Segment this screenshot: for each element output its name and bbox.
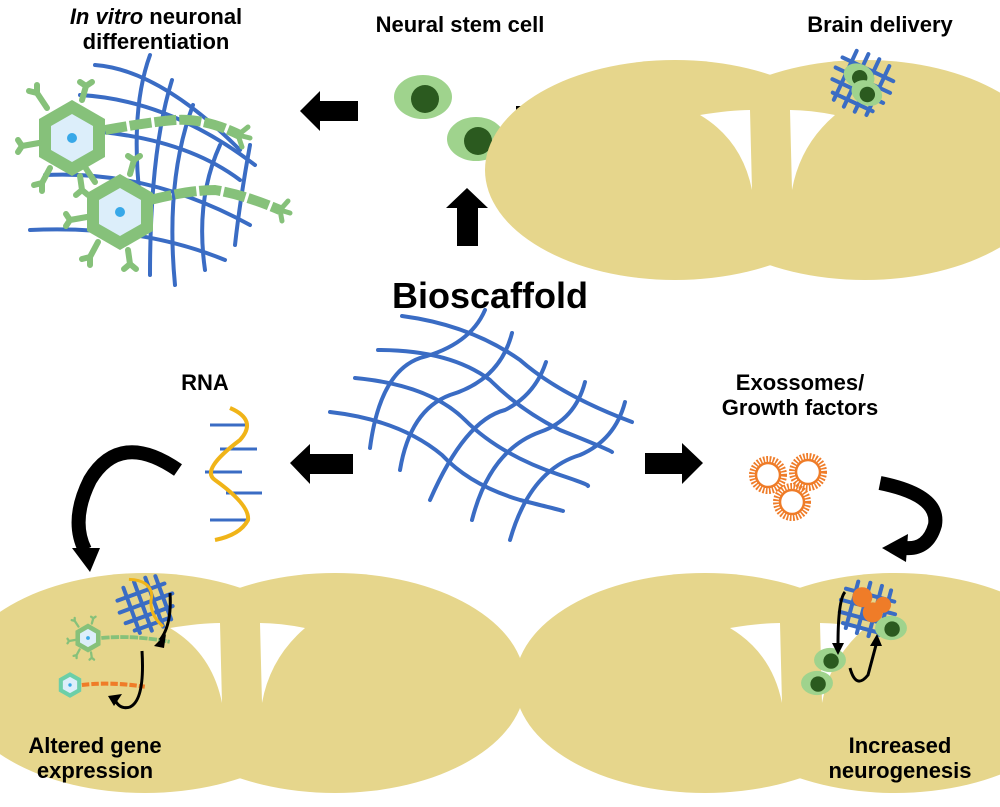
arrowhead: [832, 643, 844, 655]
arrow-to-rna: [290, 444, 353, 484]
delivered-scaffold-cells: [830, 48, 896, 117]
neural-stem-cells: [394, 75, 505, 161]
label-exosomes-line2: Growth factors: [721, 395, 879, 421]
label-in-vitro-rest: neuronal: [143, 4, 243, 29]
modified-neuron-2: [58, 672, 146, 698]
label-exosomes-line1: Exossomes/: [735, 370, 865, 395]
label-neurogenesis: Increased neurogenesis: [800, 733, 1000, 784]
label-neurogenesis-line1: Increased: [848, 733, 952, 758]
label-neural-stem-cell: Neural stem cell: [375, 12, 545, 37]
gene-expression-arrows: [113, 592, 172, 710]
scaffold-rna-implant: [115, 574, 175, 635]
neuron-cell-1: [18, 82, 253, 195]
arrowhead: [870, 634, 882, 646]
label-brain-delivery: Brain delivery: [807, 12, 953, 37]
label-gene-line2: expression: [36, 758, 154, 784]
label-gene-line1: Altered gene: [28, 733, 162, 758]
label-bioscaffold: Bioscaffold: [391, 275, 588, 316]
exosomes: [753, 457, 823, 517]
label-in-vitro-italic: In vitro: [69, 4, 144, 29]
scaffold-exosome-implant: [837, 579, 898, 639]
brain-section-top-right: [485, 60, 1000, 280]
label-exosomes: Exossomes/ Growth factors: [680, 370, 920, 421]
curved-arrow-exosomes-to-brain: [878, 476, 943, 562]
label-neurogenesis-line2: neurogenesis: [828, 758, 972, 784]
label-gene-expression: Altered gene expression: [0, 733, 190, 784]
label-in-vitro-line2: differentiation: [82, 29, 230, 55]
arrow-to-exosomes: [645, 443, 703, 484]
curved-arrow-rna-to-brain: [71, 445, 182, 572]
bioscaffold-mesh: [328, 308, 634, 542]
arrow-to-in-vitro: [300, 91, 358, 131]
neurogenesis-arrows: [836, 591, 878, 683]
label-in-vitro: In vitro neuronal differentiation: [6, 4, 306, 55]
neuron-cell-2: [66, 156, 293, 269]
arrow-to-stem-cell: [446, 188, 488, 246]
label-rna: RNA: [181, 370, 229, 395]
arrowhead: [108, 694, 122, 706]
arrowhead: [154, 634, 166, 648]
rna-helix: [205, 406, 262, 542]
